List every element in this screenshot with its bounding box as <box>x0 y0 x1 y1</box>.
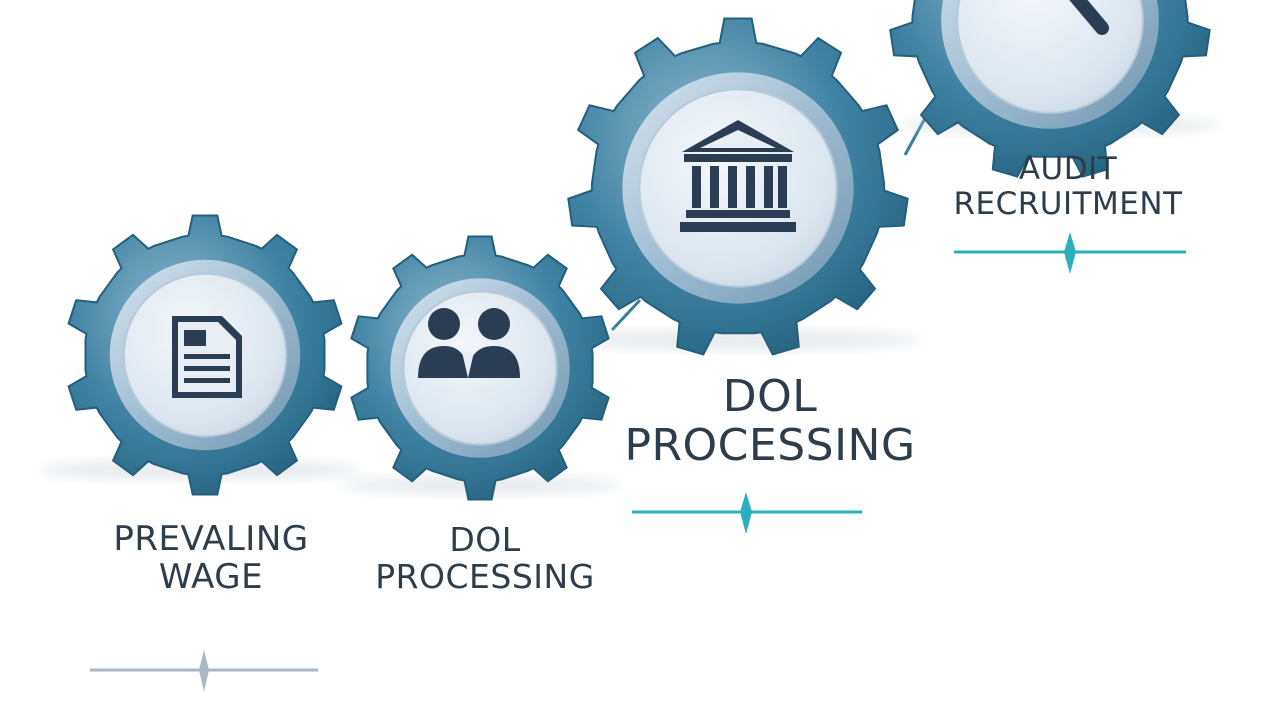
connector-line <box>610 298 642 332</box>
label-line: PREVALING <box>113 519 309 559</box>
people-icon <box>418 308 520 378</box>
label-line: PROCESSING <box>624 420 916 472</box>
magnifier-icon <box>1069 0 1109 35</box>
divider-dol-processing-large <box>632 492 862 534</box>
document-icon <box>172 316 242 398</box>
gear-dol-processing-2 <box>567 17 909 356</box>
label-line: RECRUITMENT <box>953 185 1183 222</box>
label-audit-recruitment: AUDIT RECRUITMENT <box>953 152 1182 221</box>
divider-prevailing-wage <box>90 650 318 692</box>
label-prevailing-wage: PREVALING WAGE <box>113 520 308 596</box>
divider-audit-recruitment <box>954 232 1186 274</box>
gear-center-disc <box>638 88 838 288</box>
label-line: WAGE <box>158 557 264 598</box>
label-line: PROCESSING <box>375 556 595 596</box>
label-line: AUDIT <box>1018 151 1118 187</box>
label-dol-processing-1: DOL PROCESSING <box>375 520 595 596</box>
label-dol-processing-2: DOL PROCESSING <box>624 372 915 471</box>
gear-shadow <box>560 330 920 350</box>
bank-building-icon <box>680 120 796 232</box>
label-line: DOL <box>449 520 521 559</box>
gear-audit-recruitment <box>889 0 1211 178</box>
label-line: DOL <box>722 371 818 422</box>
